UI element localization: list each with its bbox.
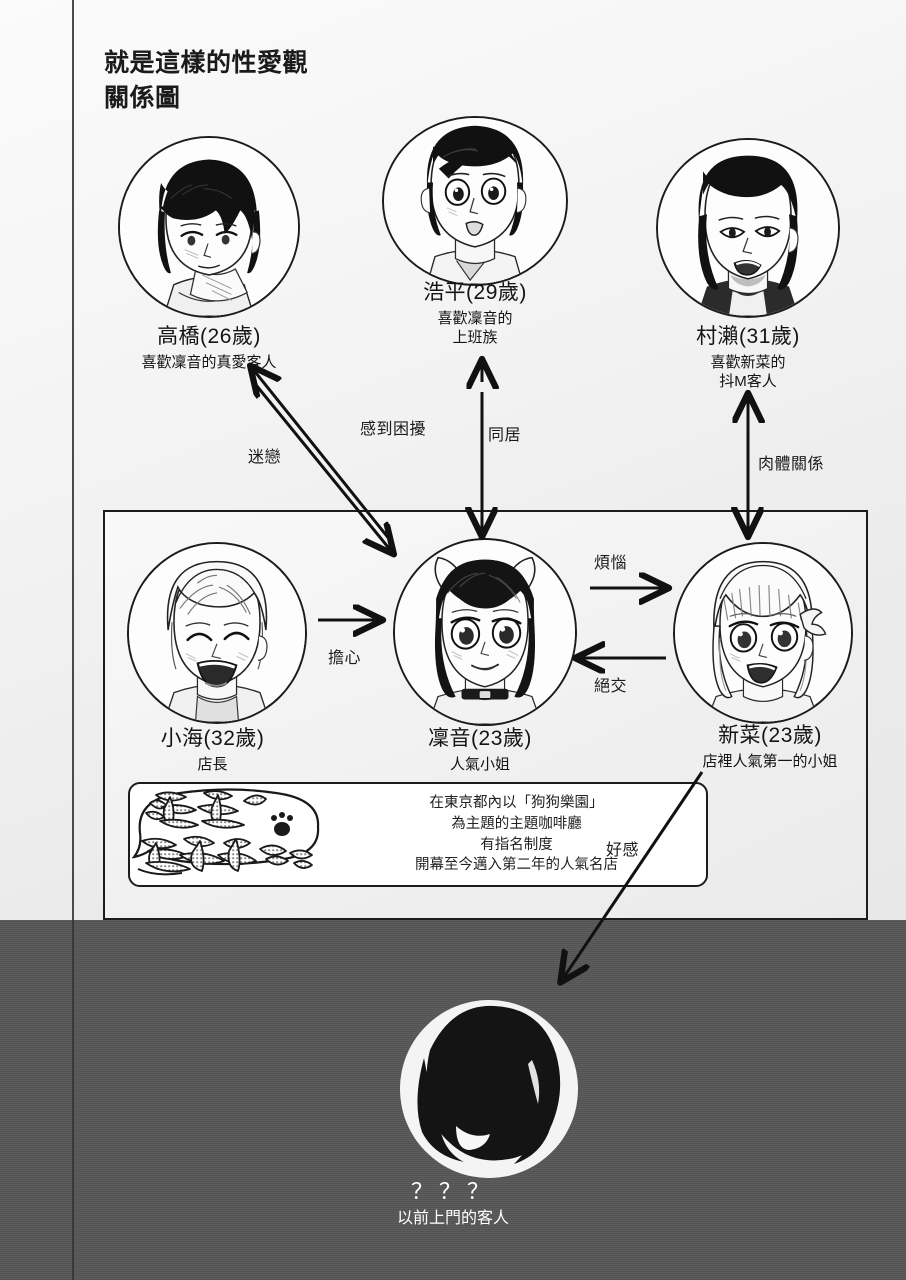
shop-panel: 在東京都內以「狗狗樂園」 為主題的主題咖啡廳 有指名制度 開幕至今邁入第二年的人… (103, 510, 868, 920)
portrait-kokai[interactable] (127, 542, 307, 724)
desc-kohei-1: 喜歡凜音的 (437, 309, 513, 327)
shop-desc-line-3: 有指名制度 (480, 836, 553, 853)
label-infatuation: 迷戀 (248, 449, 282, 466)
mystery-silhouette-art (400, 1000, 578, 1178)
takahashi-face-art (120, 138, 298, 316)
name-block-murase: 村瀨(31歲) 喜歡新菜的 抖M客人 (628, 324, 868, 391)
murase-face-art (658, 140, 838, 316)
name-block-takahashi: 高橋(26歲) 喜歡凜音的真愛客人 (79, 324, 339, 372)
kokai-face-art (129, 544, 305, 722)
desc-murase-2: 抖M客人 (719, 373, 777, 391)
name-mystery: ？？？ (410, 1179, 495, 1204)
shop-description: 在東京都內以「狗狗樂園」 為主題的主題咖啡廳 有指名制度 開幕至今邁入第二年的人… (335, 793, 706, 875)
desc-kokai: 店長 (197, 755, 228, 773)
shop-desc-line-4: 開幕至今邁入第二年的人氣名店 (415, 857, 618, 874)
name-niina: 新菜(23歲) (718, 724, 822, 747)
desc-murase-1: 喜歡新菜的 (710, 353, 786, 371)
label-affection: 好感 (606, 842, 640, 859)
label-worry: 擔心 (328, 650, 362, 667)
name-block-kokai: 小海(32歲) 店長 (95, 726, 330, 774)
portrait-niina[interactable] (673, 542, 853, 724)
label-breakup: 絕交 (594, 678, 628, 695)
left-gutter-rule (72, 0, 74, 920)
name-murase: 村瀨(31歲) (696, 325, 800, 348)
kohei-face-art (384, 118, 566, 284)
desc-kohei-2: 上班族 (452, 329, 498, 347)
shop-info-card: 在東京都內以「狗狗樂園」 為主題的主題咖啡廳 有指名制度 開幕至今邁入第二年的人… (128, 782, 708, 887)
dog-cafe-logo-icon (132, 788, 320, 876)
desc-mystery: 以前上門的客人 (396, 1209, 509, 1227)
portrait-murase[interactable] (656, 138, 840, 318)
label-troubled: 感到困擾 (360, 421, 427, 438)
name-kokai: 小海(32歲) (160, 727, 265, 750)
portrait-takahashi[interactable] (118, 136, 300, 318)
page-title-line2: 關係圖 (104, 83, 181, 112)
name-kohei: 浩平(29歲) (423, 281, 527, 304)
desc-takahashi: 喜歡凜音的真愛客人 (141, 353, 277, 371)
shop-logo (130, 784, 335, 885)
rinne-face-art (395, 540, 575, 724)
page-title-line1: 就是這樣的性愛觀 (104, 49, 309, 77)
shop-desc-line-1: 在東京都內以「狗狗樂園」 (429, 795, 604, 812)
desc-niina: 店裡人氣第一的小姐 (702, 752, 838, 770)
name-block-mystery: ？？？ 以前上門的客人 (0, 1178, 906, 1229)
portrait-mystery[interactable] (400, 1000, 578, 1178)
desc-rinne: 人氣小姐 (449, 755, 510, 773)
portrait-rinne[interactable] (393, 538, 577, 726)
shop-desc-line-2: 為主題的主題咖啡廳 (451, 815, 582, 832)
niina-face-art (675, 544, 851, 722)
name-block-rinne: 凜音(23歲) 人氣小姐 (360, 726, 600, 774)
label-cohabiting: 同居 (488, 427, 522, 444)
portrait-kohei[interactable] (382, 116, 568, 286)
name-block-niina: 新菜(23歲) 店裡人氣第一的小姐 (650, 723, 890, 771)
label-physical: 肉體關係 (758, 456, 825, 473)
name-rinne: 凜音(23歲) (428, 727, 532, 750)
name-takahashi: 高橋(26歲) (157, 325, 261, 348)
name-block-kohei: 浩平(29歲) 喜歡凜音的 上班族 (355, 280, 595, 347)
label-annoyed: 煩惱 (594, 555, 628, 572)
dark-band-gutter-rule (72, 920, 74, 1280)
page-title: 就是這樣的性愛觀 關係圖 (104, 46, 308, 115)
